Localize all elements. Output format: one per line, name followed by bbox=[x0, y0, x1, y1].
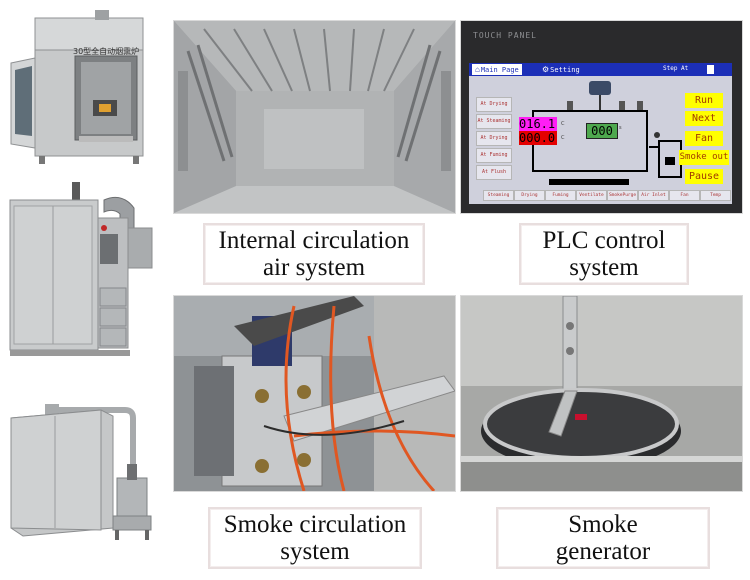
caption-line: air system bbox=[262, 254, 366, 281]
bottom-tab[interactable]: Fan bbox=[669, 190, 700, 201]
caption-line: Smoke circulation bbox=[223, 511, 407, 538]
fan-button[interactable]: Fan bbox=[685, 131, 723, 146]
side-item[interactable]: At Fuming bbox=[476, 148, 512, 163]
temp-unit-1: C bbox=[561, 121, 565, 127]
smoke-oven-small-photo: 30型全自动烟熏炉 bbox=[5, 8, 165, 168]
temperature-display: 016.1 bbox=[519, 117, 557, 131]
tab-main-page[interactable]: ⌂ Main Page bbox=[472, 64, 522, 75]
plc-screen: ⌂ Main Page ⚙ Setting Step At At Drying … bbox=[469, 63, 732, 204]
plc-touch-panel-photo: TOUCH PANEL ⌂ Main Page ⚙ Setting Step A… bbox=[460, 20, 743, 214]
caption-line: PLC control bbox=[542, 227, 666, 254]
bottom-tab[interactable]: Drying bbox=[514, 190, 545, 201]
caption-internal-circulation: Internal circulation air system bbox=[203, 223, 425, 285]
timer-unit: s bbox=[619, 125, 622, 131]
caption-line: system bbox=[569, 254, 639, 281]
gear-icon: ⚙ bbox=[542, 65, 550, 74]
temp-unit-2: C bbox=[561, 135, 565, 141]
bottom-tab[interactable]: Steaming bbox=[483, 190, 514, 201]
smoke-generator-photo bbox=[460, 295, 743, 492]
caption-line: generator bbox=[555, 538, 651, 565]
bottom-tab[interactable]: Fuming bbox=[545, 190, 576, 201]
caption-line: Smoke bbox=[568, 511, 638, 538]
tab-setting-label: Setting bbox=[550, 65, 580, 74]
run-button[interactable]: Run bbox=[685, 93, 723, 108]
caption-line: Internal circulation bbox=[218, 227, 410, 254]
side-item[interactable]: At Flush bbox=[476, 165, 512, 180]
pause-button[interactable]: Pause bbox=[685, 169, 723, 184]
step-label: Step At bbox=[663, 65, 689, 72]
caption-smoke-circulation: Smoke circulation system bbox=[208, 507, 422, 569]
plc-top-bar bbox=[469, 63, 732, 76]
home-icon: ⌂ bbox=[475, 65, 480, 74]
side-item[interactable]: At Steaming bbox=[476, 114, 512, 129]
bottom-tab[interactable]: Temp bbox=[700, 190, 731, 201]
smoke-circulation-photo bbox=[173, 295, 456, 492]
panel-label: TOUCH PANEL bbox=[473, 31, 537, 40]
caption-smoke-generator: Smoke generator bbox=[496, 507, 710, 569]
internal-circulation-photo bbox=[173, 20, 456, 214]
next-button[interactable]: Next bbox=[685, 111, 723, 126]
machine-label: 30型全自动烟熏炉 bbox=[73, 47, 140, 56]
side-item[interactable]: At Drying bbox=[476, 131, 512, 146]
set-temperature-display: 000.0 bbox=[519, 131, 557, 145]
tab-setting[interactable]: ⚙ Setting bbox=[539, 64, 583, 75]
caption-plc-control: PLC control system bbox=[519, 223, 689, 285]
smoke-oven-with-generator-photo bbox=[5, 388, 165, 548]
caption-line: system bbox=[280, 538, 350, 565]
side-item[interactable]: At Drying bbox=[476, 97, 512, 112]
tab-main-page-label: Main Page bbox=[480, 65, 519, 74]
oven-diagram bbox=[532, 81, 682, 185]
bottom-tab[interactable]: Ventilate bbox=[576, 190, 607, 201]
timer-display: 000 bbox=[586, 123, 618, 139]
bottom-tab[interactable]: Air Inlet bbox=[638, 190, 669, 201]
smoke-oven-large-photo bbox=[4, 178, 164, 368]
step-indicator bbox=[707, 65, 714, 74]
smoke-out-button[interactable]: Smoke out bbox=[679, 150, 729, 165]
bottom-tab[interactable]: SmokePurge bbox=[607, 190, 638, 201]
